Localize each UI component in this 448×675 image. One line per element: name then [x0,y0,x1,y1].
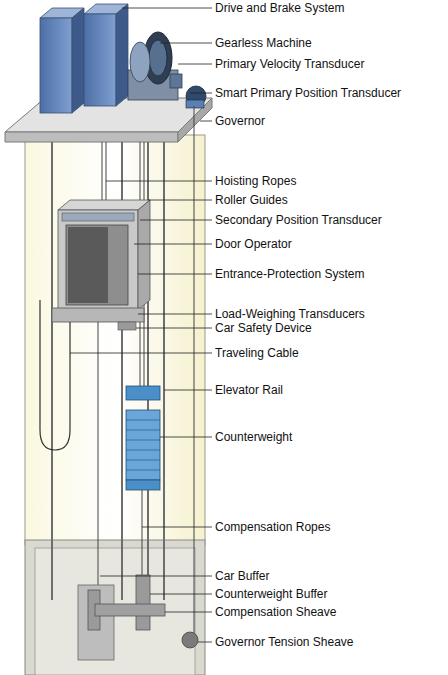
leader-line [198,642,212,643]
part-label: Roller Guides [215,192,288,208]
safety-device [118,322,136,330]
leader-line [70,353,212,354]
plate-line [126,450,160,451]
leader-line [148,200,212,201]
cabinet [84,14,116,106]
leader-line [150,594,212,595]
part-label: Primary Velocity Transducer [215,56,364,72]
leader-line [190,93,212,94]
counterweight-plates [126,420,160,470]
leader-line [138,314,212,315]
governor-base [186,100,204,108]
compensation-ropes [98,322,142,608]
controller-cabinets [40,4,128,113]
rope [98,322,99,608]
leader-line [200,121,212,122]
governor-tension-sheave [182,632,198,648]
counterweight-frame [126,386,160,400]
part-label: Car Safety Device [215,320,312,336]
counterweight-body [126,410,160,480]
elevator-rails [52,142,164,600]
part-label: Elevator Rail [215,382,283,398]
leader-line [160,43,212,44]
car-interior [68,227,108,303]
elevator-car [52,200,150,330]
door-operator [62,213,134,221]
car-side [138,200,150,310]
machine-slab-side [178,98,212,142]
part-label: Counterweight [215,429,292,445]
leader-line [138,274,212,275]
leader-line [122,8,212,9]
cabinet-side [72,8,84,113]
leader-line [106,181,212,182]
motor [130,42,150,82]
velocity-transducer [170,74,182,88]
counterweight-rail [163,142,165,600]
traveling-cable [40,300,70,450]
part-label: Governor [215,113,265,129]
plate-line [126,460,160,461]
gearless-machine [128,32,182,100]
car-rail [51,142,53,600]
part-label: Gearless Machine [215,35,312,51]
leader-line [142,527,212,528]
leader-line [140,220,212,221]
leader-line [136,328,212,329]
leader-line [160,437,212,438]
governor-rope [194,106,195,640]
part-label: Compensation Sheave [215,604,336,620]
sheave-hub [149,40,167,76]
part-label: Drive and Brake System [215,0,344,16]
leader-line [178,64,212,65]
plate-line [126,430,160,431]
counterweight-bottom [126,480,160,490]
part-label: Governor Tension Sheave [215,634,354,650]
part-label: Secondary Position Transducer [215,212,382,228]
governor [186,86,206,108]
part-label: Compensation Ropes [215,519,330,535]
part-label: Entrance-Protection System [215,266,364,282]
leader-line [165,612,212,613]
part-label: Hoisting Ropes [215,173,296,189]
compensation-sheave [95,604,165,616]
cabinet [40,18,72,113]
hoisting-ropes [102,106,194,640]
leader-lines [70,8,212,642]
leader-line [134,244,212,245]
plate-line [126,470,160,471]
part-label: Door Operator [215,236,292,252]
car-sling [52,308,144,322]
part-label: Car Buffer [215,568,269,584]
cabinet-side [116,4,128,106]
leader-line [164,390,212,391]
counterweight [126,386,160,490]
car-door [66,225,128,305]
plate-line [126,420,160,421]
landing-door [78,585,114,660]
plate-line [126,440,160,441]
car-top [58,200,150,210]
counterweight-buffer [136,575,150,630]
part-label: Traveling Cable [215,345,299,361]
part-label: Counterweight Buffer [215,586,328,602]
pit-inner [35,548,195,675]
machine-slab-edge [5,132,178,142]
car-body [58,210,138,310]
part-label: Smart Primary Position Transducer [215,85,401,101]
part-label: Load-Weighing Transducers [215,306,365,322]
leader-line [100,576,212,577]
